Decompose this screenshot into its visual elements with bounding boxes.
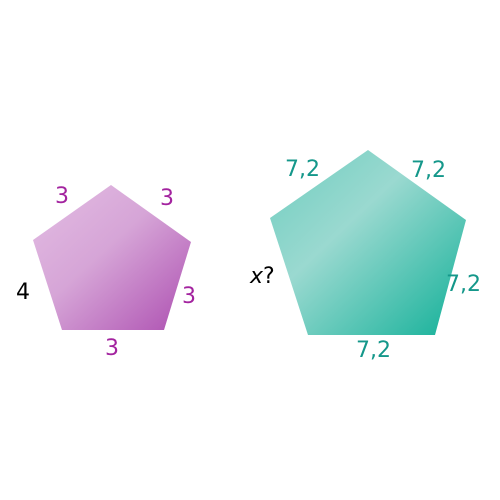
- small-pentagon: [33, 185, 191, 330]
- small-side-top-left-label: 3: [55, 184, 69, 209]
- small-side-right-label: 3: [182, 284, 196, 309]
- large-pentagon: [270, 150, 466, 335]
- large-side-left-label: x?: [249, 264, 275, 289]
- small-side-top-right-label: 3: [160, 186, 174, 211]
- large-side-top-right-label: 7,2: [411, 158, 446, 183]
- large-side-right-label: 7,2: [446, 272, 481, 297]
- question-mark: ?: [263, 264, 275, 289]
- small-side-bottom-label: 3: [105, 336, 119, 361]
- small-side-left-label: 4: [16, 280, 30, 305]
- large-side-top-left-label: 7,2: [285, 157, 320, 182]
- large-side-bottom-label: 7,2: [356, 338, 391, 363]
- unknown-variable: x: [249, 264, 264, 289]
